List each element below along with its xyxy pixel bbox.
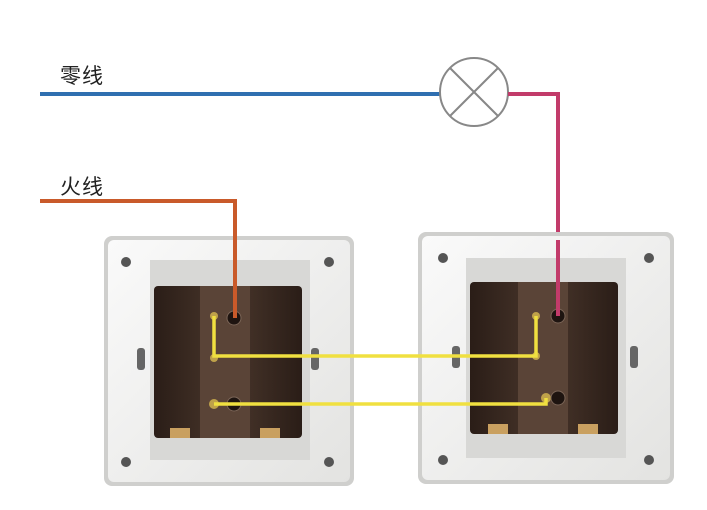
right-switch <box>418 232 674 484</box>
live-wire-label: 火线 <box>60 175 104 199</box>
neutral-wire-label: 零线 <box>60 64 104 88</box>
lamp-icon <box>439 57 509 127</box>
left-switch <box>104 236 354 486</box>
live-wire <box>40 199 237 318</box>
bridge-wire-upper <box>212 316 538 358</box>
bridge-wire-lower <box>214 398 548 406</box>
